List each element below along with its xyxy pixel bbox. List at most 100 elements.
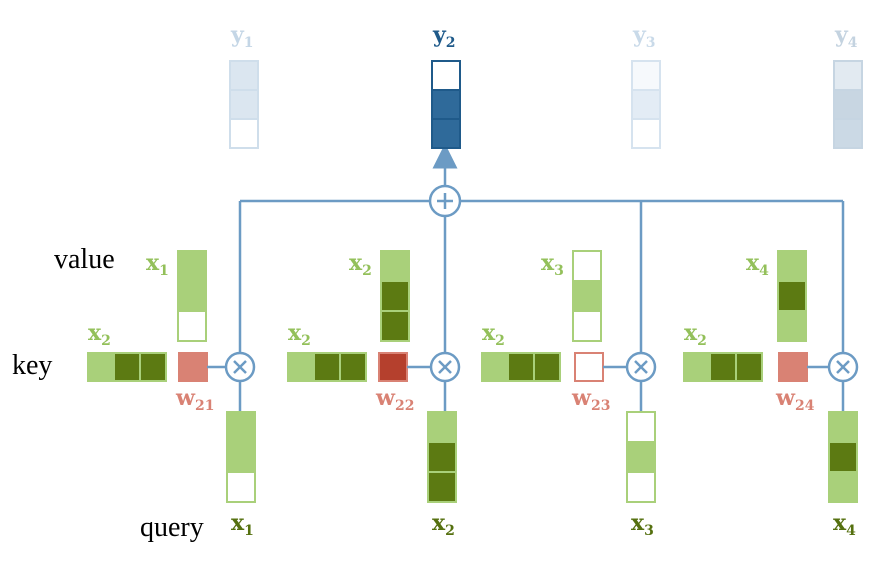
key-label: x2 [288,320,311,349]
key-vector-cell [87,352,115,382]
key-vector [287,352,367,382]
key-label-sub: 2 [495,333,505,349]
output-vector-y2-cell [431,118,461,149]
key-vector-cell [683,352,711,382]
key-label: x2 [684,320,707,349]
output-vector-y3-cell [631,60,661,91]
key-label-sub: 2 [101,333,111,349]
weight-square [778,352,808,382]
value-vector-cell [572,250,602,282]
weight-label-sub: 21 [195,398,214,414]
output-vector-y2-cell [431,60,461,91]
query-vector-cell [226,441,256,473]
value-label-base: x [541,250,555,276]
weight-label-base: w [375,385,396,411]
key-vector [87,352,167,382]
key-label-sub: 2 [697,333,707,349]
value-label-base: x [349,250,363,276]
query-vector [626,411,656,503]
query-vector-cell [828,471,858,503]
key-vector-cell [287,352,315,382]
summation-node [428,184,462,218]
output-label-y4-base: y [834,22,849,48]
query-label-base: x [432,510,446,536]
key-vector [683,352,763,382]
output-label-y1-base: y [230,22,245,48]
query-label: x1 [231,510,254,539]
query-label-base: x [631,510,645,536]
value-label-sub: 3 [554,263,564,279]
key-label-base: x [288,320,302,346]
key-label-base: x [684,320,698,346]
value-vector-cell [777,280,807,312]
output-vector-y3-cell [631,118,661,149]
output-label-y2-sub: 2 [446,35,456,51]
value-vector-cell [572,280,602,312]
weight-square [178,352,208,382]
output-vector-y4-cell [833,60,863,91]
query-vector [828,411,858,503]
key-vector [481,352,561,382]
weight-label: w21 [175,385,214,414]
value-row-label: value [54,244,115,275]
value-label: x4 [746,250,769,279]
key-vector-cell [481,352,509,382]
key-vector-cell [313,352,341,382]
query-vector-cell [828,411,858,443]
value-vector [380,250,410,342]
output-vector-y1-cell [229,118,259,149]
weight-label: w23 [571,385,610,414]
output-label-y4: y4 [834,22,858,51]
connection-lines [238,143,845,353]
query-label-sub: 4 [846,523,856,539]
output-vector-y4-cell [833,118,863,149]
output-label-y1-sub: 1 [244,35,254,51]
value-vector [572,250,602,342]
value-vector-cell [572,310,602,342]
value-label: x2 [349,250,372,279]
key-label-base: x [88,320,102,346]
key-vector-cell [709,352,737,382]
key-vector-cell [339,352,367,382]
output-vector-y1-cell [229,60,259,91]
value-label-base: x [746,250,760,276]
query-vector-cell [828,441,858,473]
key-row-label: key [12,350,52,381]
value-label: x1 [146,250,169,279]
query-vector-cell [626,471,656,503]
weight-label-sub: 23 [591,398,610,414]
output-vector-y3-cell [631,89,661,120]
output-vector-y3 [631,60,661,149]
weight-label-base: w [175,385,196,411]
output-vector-y4 [833,60,863,149]
key-vector-cell [113,352,141,382]
output-vector-y2-cell [431,89,461,120]
value-vector-cell [177,280,207,312]
query-label: x2 [432,510,455,539]
output-label-y1: y1 [230,22,254,51]
query-label-base: x [231,510,245,536]
value-vector-cell [380,250,410,282]
key-vector-cell [735,352,763,382]
value-vector-cell [177,250,207,282]
query-vector-cell [626,411,656,443]
multiply-icon [836,360,850,374]
query-label-sub: 3 [644,523,654,539]
query-row-label: query [140,512,204,543]
output-vector-y4-cell [833,89,863,120]
query-vector-cell [427,471,457,503]
multiply-icon [233,360,247,374]
weight-label: w24 [775,385,815,414]
key-vector-cell [507,352,535,382]
weight-label-sub: 24 [795,398,815,414]
value-vector [177,250,207,342]
weight-square [574,352,604,382]
query-vector-cell [427,441,457,473]
query-vector-cell [226,471,256,503]
query-label: x4 [833,510,856,539]
query-label: x3 [631,510,654,539]
